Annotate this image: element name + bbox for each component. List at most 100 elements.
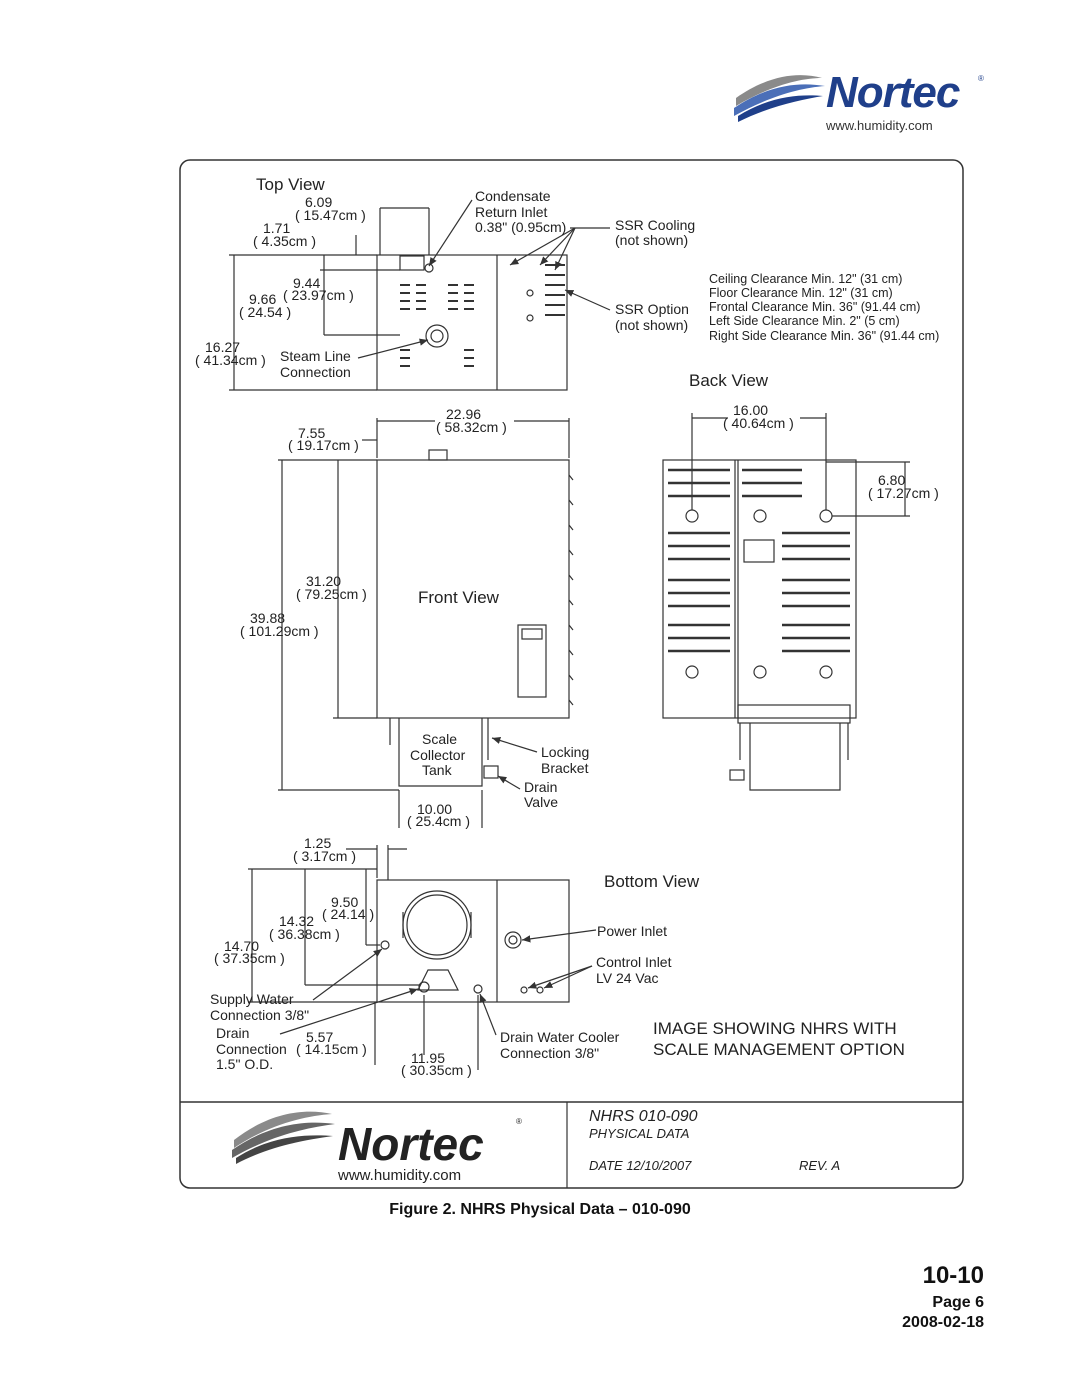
bottom-view-dim-a-cm-label: ( 3.17cm ) <box>293 848 356 864</box>
title-block-logo <box>232 1111 335 1164</box>
top-view-cabinet <box>376 254 568 391</box>
front-view-dim-a-cm-label: ( 58.32cm ) <box>436 419 507 435</box>
bottom-view-drain-2-label: Connection <box>216 1041 287 1057</box>
sheet-frame <box>179 159 964 1189</box>
title-block-url: www.humidity.com <box>337 1167 461 1184</box>
top-view-dim-b-in-label: 1.71 <box>263 220 290 236</box>
top-view-dim-e-in-label: 16.27 <box>205 339 240 355</box>
bottom-view-control-2-label: LV 24 Vac <box>596 970 659 986</box>
bottom-view-dim-d-cm-label: ( 37.35cm ) <box>214 950 285 966</box>
top-view-ssr-cooling-1-label: SSR Cooling <box>615 217 695 233</box>
front-view <box>278 418 574 828</box>
front-view-dim-e-in-label: 10.00 <box>417 801 452 817</box>
top-view-ssr-cooling-2-label: (not shown) <box>615 232 688 248</box>
back-view-cabinet <box>662 459 857 719</box>
front-view-dim-e-cm-label: ( 25.4cm ) <box>407 813 470 829</box>
top-view-steam-1-label: Steam Line <box>280 348 351 364</box>
back-view-dim-b-cm-label: ( 17.27cm ) <box>868 485 939 501</box>
bottom-view-dim-f-in-label: 11.95 <box>411 1050 445 1066</box>
front-view-drain-2-label: Valve <box>524 794 558 810</box>
front-view-title: Front View <box>418 588 500 607</box>
front-view-cabinet <box>376 459 570 719</box>
drawing-sheet: Top View 6.09 ( 15.47cm ) 1.71 ( 4.35cm … <box>179 159 964 1189</box>
top-view-title: Top View <box>256 175 325 194</box>
top-view-dim-c-in-label: 9.44 <box>293 275 320 291</box>
front-view-dim-c-cm-label: ( 79.25cm ) <box>296 586 367 602</box>
bottom-view-dim-b-in-label: 9.50 <box>331 894 358 910</box>
top-view-condensate-2-label: Return Inlet <box>475 204 547 220</box>
title-block-rev: REV. A <box>799 1158 840 1173</box>
back-view-title: Back View <box>689 371 769 390</box>
top-view-steam-2-label: Connection <box>280 364 351 380</box>
top-view-condensate-1-label: Condensate <box>475 188 551 204</box>
top-view-dim-d-cm-label: ( 24.54 ) <box>239 304 291 320</box>
option-note-line-2: SCALE MANAGEMENT OPTION <box>653 1040 905 1059</box>
front-view-scale-3-label: Tank <box>422 762 453 778</box>
top-view-dim-c-cm-label: ( 23.97cm ) <box>283 287 354 303</box>
clearances-1-label: Floor Clearance Min. 12" (31 cm) <box>709 286 893 300</box>
bottom-view-cabinet <box>376 879 570 1003</box>
footer-page: Page 6 <box>932 1294 984 1311</box>
top-view-dim-d-in-label: 9.66 <box>249 291 276 307</box>
bottom-view-dim-c-in-label: 14.32 <box>279 913 314 929</box>
top-view-ssr-option-2-label: (not shown) <box>615 317 688 333</box>
title-block-logo-text: Nortec <box>338 1118 484 1170</box>
front-view-locking-1-label: Locking <box>541 744 589 760</box>
bottom-view-dim-b-cm-label: ( 24.14 ) <box>322 906 374 922</box>
bottom-view-dim-e-in-label: 5.57 <box>306 1029 333 1045</box>
top-view-dim-a-in-label: 6.09 <box>305 194 332 210</box>
header-logo: Nortec ® www.humidity.com <box>730 68 990 138</box>
front-view-dim-b-cm-label: ( 19.17cm ) <box>288 437 359 453</box>
front-view-display-panel <box>517 624 547 698</box>
bottom-view-drain-3-label: 1.5" O.D. <box>216 1056 273 1072</box>
clearance-notes: Ceiling Clearance Min. 12" (31 cm) Floor… <box>709 272 939 343</box>
header-logo-text: Nortec <box>826 68 960 117</box>
bottom-view-cooler-2-label: Connection 3/8" <box>500 1045 599 1061</box>
back-view-dim-b-in-label: 6.80 <box>878 472 905 488</box>
scale-collector-tank <box>398 718 483 787</box>
top-view-dim-e-cm-label: ( 41.34cm ) <box>195 352 266 368</box>
front-view-drain-1-label: Drain <box>524 779 557 795</box>
back-view-dim-a-cm-label: ( 40.64cm ) <box>723 415 794 431</box>
figure-caption: Figure 2. NHRS Physical Data – 010-090 <box>389 1201 691 1218</box>
front-view-scale-2-label: Collector <box>410 747 466 763</box>
bottom-view-dim-e-cm-label: ( 14.15cm ) <box>296 1041 367 1057</box>
bottom-view-supply-1-label: Supply Water <box>210 991 294 1007</box>
header-logo-url: www.humidity.com <box>826 118 933 133</box>
bottom-view <box>248 845 597 1070</box>
clearances-3-label: Left Side Clearance Min. 2" (5 cm) <box>709 314 900 328</box>
bottom-view-dim-a-in-label: 1.25 <box>304 835 331 851</box>
option-note-line-1: IMAGE SHOWING NHRS WITH <box>653 1019 897 1038</box>
bottom-view-dim-f-cm-label: ( 30.35cm ) <box>401 1062 472 1078</box>
nortec-wave-icon <box>734 75 825 122</box>
footer-document-number: 10-10 <box>922 1262 984 1289</box>
bottom-view-control-1-label: Control Inlet <box>596 954 672 970</box>
top-view-dim-a-cm-label: ( 15.47cm ) <box>295 207 366 223</box>
footer-date: 2008-02-18 <box>902 1314 984 1331</box>
back-view <box>662 413 910 791</box>
front-view-dim-d-in-label: 39.88 <box>250 610 285 626</box>
bottom-view-dim-d-in-label: 14.70 <box>224 938 259 954</box>
clearances-4-label: Right Side Clearance Min. 36" (91.44 cm) <box>709 329 939 343</box>
bottom-view-power-inlet-label: Power Inlet <box>597 923 667 939</box>
title-block-model: NHRS 010-090 <box>589 1108 698 1125</box>
bottom-view-cooler-1-label: Drain Water Cooler <box>500 1029 620 1045</box>
top-view-dim-b-cm-label: ( 4.35cm ) <box>253 233 316 249</box>
front-view-dim-b-in-label: 7.55 <box>298 425 325 441</box>
front-view-dim-a-in-label: 22.96 <box>446 406 481 422</box>
bottom-view-dim-c-cm-label: ( 36.38cm ) <box>269 926 340 942</box>
clearances-2-label: Frontal Clearance Min. 36" (91.44 cm) <box>709 300 920 314</box>
clearances-0-label: Ceiling Clearance Min. 12" (31 cm) <box>709 272 902 286</box>
back-view-dim-a-in-label: 16.00 <box>733 402 768 418</box>
title-block-subtitle: PHYSICAL DATA <box>589 1126 689 1141</box>
front-view-scale-1-label: Scale <box>422 731 457 747</box>
bottom-view-drain-1-label: Drain <box>216 1025 249 1041</box>
label-label: ® <box>516 1117 522 1126</box>
top-view <box>229 199 611 391</box>
title-block-date: DATE 12/10/2007 <box>589 1158 692 1173</box>
front-view-dim-c-in-label: 31.20 <box>306 573 341 589</box>
front-view-dim-d-cm-label: ( 101.29cm ) <box>240 623 319 639</box>
top-view-ssr-option-1-label: SSR Option <box>615 301 689 317</box>
top-view-condensate-3-label: 0.38" (0.95cm) <box>475 219 566 235</box>
front-view-locking-2-label: Bracket <box>541 760 589 776</box>
